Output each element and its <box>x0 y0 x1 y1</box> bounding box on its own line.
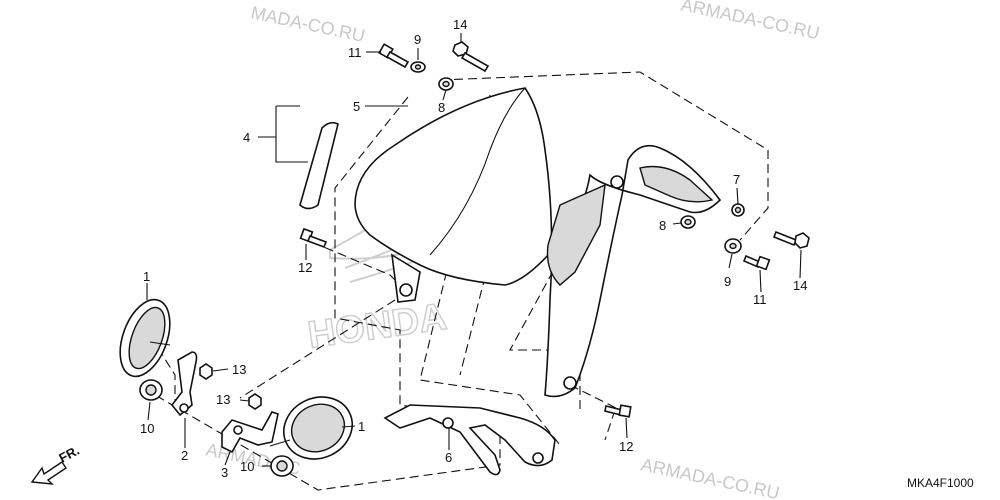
reflector-left <box>119 298 171 378</box>
callout-2: 2 <box>181 448 188 463</box>
watermark-top: MADA-CO.RU <box>249 2 367 46</box>
callout-13-lower: 13 <box>216 392 230 407</box>
bolt-14-upper <box>452 41 490 73</box>
bolt-12-left <box>299 227 328 249</box>
collar-8-upper <box>438 77 454 91</box>
reflector-bracket-3 <box>221 411 279 454</box>
callout-12-lower: 12 <box>619 439 633 454</box>
callout-5: 5 <box>353 99 360 114</box>
fender-decal-strip <box>299 121 339 210</box>
nut-13-lower <box>248 393 262 410</box>
front-fender <box>354 87 722 398</box>
grommet-10-upper <box>139 379 163 401</box>
collar-7 <box>731 203 745 217</box>
bolt-11-right <box>742 254 771 271</box>
callout-10-upper: 10 <box>140 421 154 436</box>
callout-1-left: 1 <box>143 269 150 284</box>
callout-10-lower: 10 <box>240 459 254 474</box>
washer-9-right <box>724 238 742 254</box>
callout-9-right: 9 <box>724 274 731 289</box>
callout-3: 3 <box>221 465 228 480</box>
bolt-11-upper <box>378 43 410 69</box>
callout-11-right: 11 <box>753 292 767 307</box>
nut-13-upper <box>199 363 213 380</box>
callout-14-upper: 14 <box>453 17 467 32</box>
diagram-code: MKA4F1000 <box>907 476 974 490</box>
callout-8-upper: 8 <box>438 100 445 115</box>
bolt-12-lower <box>604 404 632 418</box>
callout-7: 7 <box>733 172 740 187</box>
watermark-bottom-right: ARMADA-CO.RU <box>639 454 781 500</box>
watermark-top-right: ARMADA-CO.RU <box>679 0 821 43</box>
grommet-10-lower <box>270 455 294 477</box>
callout-1-lower: 1 <box>358 419 365 434</box>
callout-6: 6 <box>445 450 452 465</box>
front-direction-arrow: FR. <box>30 443 82 485</box>
reflector-right <box>269 396 353 460</box>
collar-8-right <box>680 215 696 229</box>
callout-4: 4 <box>243 130 250 145</box>
callout-14-right: 14 <box>793 278 807 293</box>
washer-9-upper <box>410 61 426 73</box>
fender-stay-6 <box>383 404 556 476</box>
reflector-bracket-2 <box>170 351 198 417</box>
callout-8-right: 8 <box>659 218 666 233</box>
callout-13-upper: 13 <box>232 362 246 377</box>
callout-9-upper: 9 <box>414 32 421 47</box>
callout-12-left: 12 <box>298 260 312 275</box>
bolt-14-right <box>772 230 810 249</box>
callout-leader-lines <box>146 33 802 467</box>
callout-11-upper: 11 <box>348 45 362 60</box>
front-direction-label: FR. <box>56 443 82 466</box>
